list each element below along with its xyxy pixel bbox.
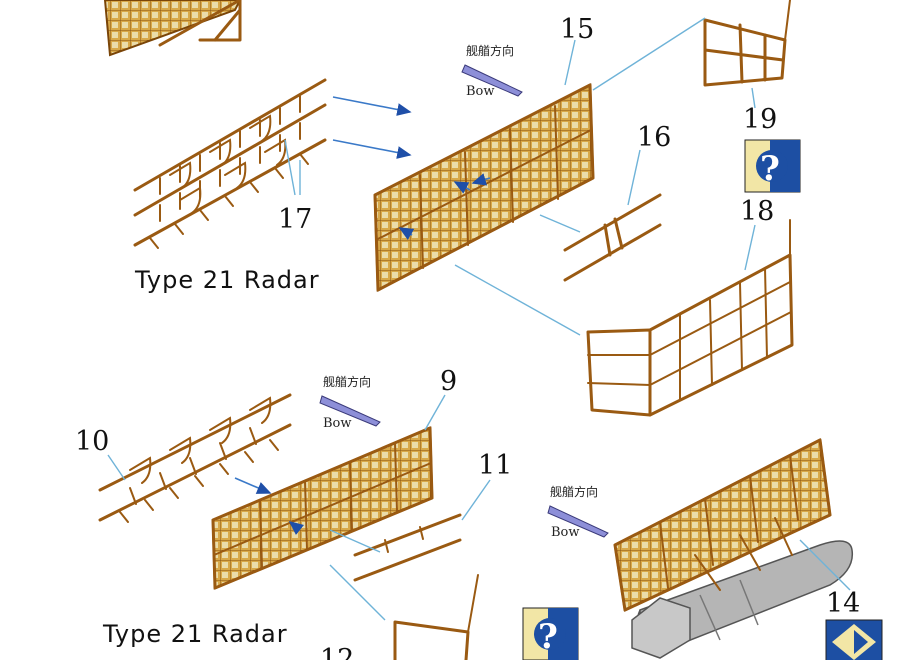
part-9-label: 9 xyxy=(440,366,457,397)
part-14-label: 14 xyxy=(826,588,860,619)
bow-direction-indicator-2: 舰艏方向 Bow xyxy=(319,374,381,431)
part-17-label: 17 xyxy=(278,204,312,235)
bow-direction-indicator-1: 舰艏方向 Bow xyxy=(461,43,523,99)
bow-label-2: Bow xyxy=(323,416,352,431)
part-9-antenna-panel xyxy=(211,426,434,590)
bow-cjk-label-2: 舰艏方向 xyxy=(323,374,371,389)
upper-caption: Type 21 Radar xyxy=(134,266,320,294)
help-badge-1[interactable]: ? xyxy=(744,139,801,193)
part-15-label: 15 xyxy=(560,14,594,45)
top-left-partial-panel xyxy=(103,0,242,57)
part-10-feed-rails xyxy=(98,393,292,523)
part-15-antenna-panel xyxy=(373,82,595,293)
part-11-label: 11 xyxy=(478,450,512,481)
part-14-assembled-radar xyxy=(613,438,854,659)
help-icon-2: ? xyxy=(538,617,558,657)
part-12-bracket xyxy=(393,574,479,660)
bow-label-1: Bow xyxy=(466,84,495,99)
bow-direction-indicator-3: 舰艏方向 Bow xyxy=(547,484,609,540)
part-19-bracket xyxy=(703,0,791,87)
part-16-rails xyxy=(563,193,662,282)
part-16-label: 16 xyxy=(637,122,671,153)
part-18-label: 18 xyxy=(740,196,774,227)
lower-caption: Type 21 Radar xyxy=(102,620,288,648)
bow-label-3: Bow xyxy=(551,525,580,540)
part-12-label: 12 xyxy=(320,644,354,660)
part-18-grid-frame xyxy=(586,219,794,417)
bow-cjk-label-1: 舰艏方向 xyxy=(466,43,514,58)
view-badge-14[interactable] xyxy=(825,619,883,660)
part-10-label: 10 xyxy=(75,426,109,457)
help-icon-1: ? xyxy=(760,149,780,189)
part-19-label: 19 xyxy=(743,104,777,135)
bow-cjk-label-3: 舰艏方向 xyxy=(550,484,598,499)
part-17-feed-rails xyxy=(133,78,327,249)
upper-assembly-arrows xyxy=(332,96,412,159)
help-badge-2[interactable]: ? xyxy=(522,607,579,660)
